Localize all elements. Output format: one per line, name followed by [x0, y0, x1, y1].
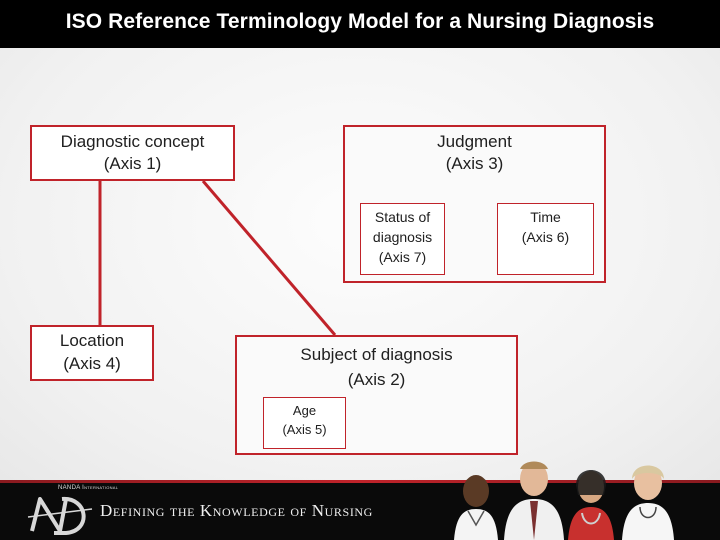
diagnostic-concept-box: Diagnostic concept (Axis 1): [30, 125, 235, 181]
box-axis: (Axis 6): [521, 229, 570, 245]
org-label: NANDA International: [58, 485, 119, 491]
tagline: Defining the Knowledge of Nursing: [100, 501, 373, 520]
box-axis: (Axis 1): [103, 154, 162, 173]
box-label: Status of: [374, 209, 431, 225]
nanda-logo-icon: [27, 496, 93, 535]
box-label: Subject of diagnosis: [300, 345, 453, 364]
nurses-photo: [454, 461, 674, 540]
box-label: Judgment: [437, 132, 512, 151]
box-axis: (Axis 7): [378, 249, 427, 265]
box-axis: (Axis 3): [445, 154, 504, 173]
location-box: Location (Axis 4): [30, 325, 154, 381]
box-axis: (Axis 4): [63, 354, 121, 373]
box-label: diagnosis: [372, 229, 433, 245]
box-axis: (Axis 2): [347, 370, 406, 389]
footer-stripe: [0, 480, 720, 483]
box-label: Time: [530, 209, 561, 225]
age-box: Age (Axis 5): [263, 397, 346, 449]
box-label: Location: [59, 331, 125, 350]
time-box: Time (Axis 6): [497, 203, 594, 275]
slide-title: ISO Reference Terminology Model for a Nu…: [65, 10, 655, 33]
box-axis: (Axis 5): [282, 422, 327, 437]
status-of-diagnosis-box: Status of diagnosis (Axis 7): [360, 203, 445, 275]
title-bar: ISO Reference Terminology Model for a Nu…: [0, 0, 720, 48]
box-label: Age: [292, 403, 317, 418]
box-label: Diagnostic concept: [60, 132, 205, 151]
